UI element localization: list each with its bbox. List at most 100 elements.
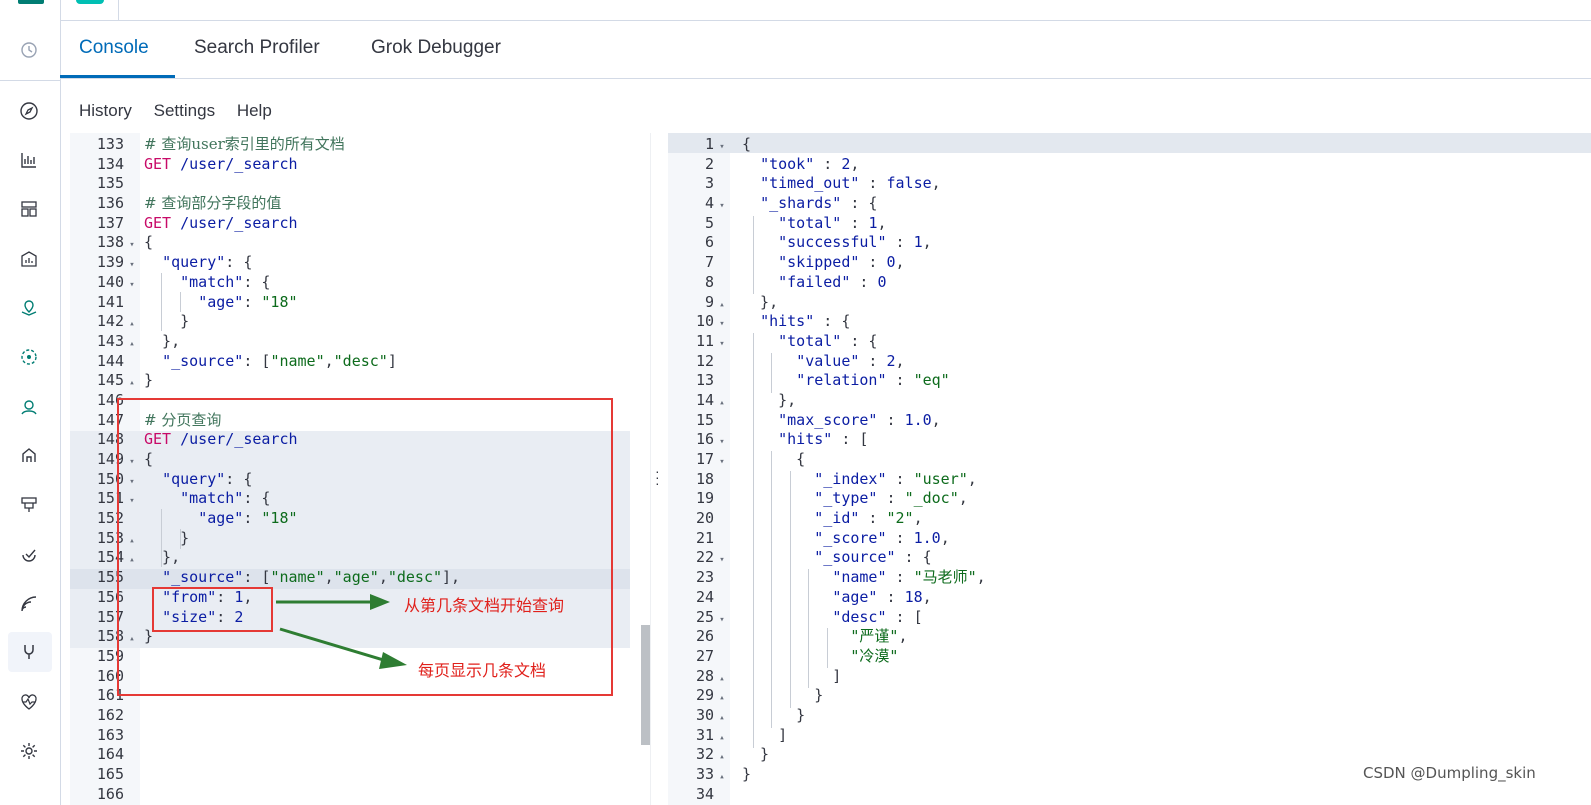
canvas-icon[interactable] [18,248,40,270]
management-icon[interactable] [18,740,40,762]
kibana-logo[interactable] [18,0,44,4]
dev-tools-icon[interactable] [18,641,40,663]
fold-arrow-icon[interactable]: ▾ [719,614,725,625]
code-line[interactable]: 21 "_score" : 1.0, [668,529,950,549]
code-line[interactable]: 18 "_index" : "user", [668,470,977,490]
code-line[interactable]: 133# 查询user索引里的所有文档 [70,135,345,155]
ml-icon[interactable] [18,346,40,368]
code-line[interactable]: 12 "value" : 2, [668,352,905,372]
fold-arrow-icon[interactable]: ▴ [719,693,725,704]
fold-arrow-icon[interactable]: ▴ [719,732,725,743]
code-line[interactable]: 142▴ } [70,312,189,332]
code-line[interactable]: 13 "relation" : "eq" [668,371,950,391]
code-line[interactable]: 30▴ } [668,706,805,726]
fold-arrow-icon[interactable]: ▴ [129,319,135,330]
code-line[interactable]: 19 "_type" : "_doc", [668,489,968,509]
code-line[interactable]: 165 [70,765,140,785]
clock-icon[interactable] [18,39,40,61]
compass-icon[interactable] [18,100,40,122]
fold-arrow-icon[interactable]: ▴ [129,338,135,349]
code-line[interactable]: 8 "failed" : 0 [668,273,887,293]
code-line[interactable]: 16▾ "hits" : [ [668,430,869,450]
fold-arrow-icon[interactable]: ▾ [129,457,135,467]
code-line[interactable]: 28▴ ] [668,667,841,687]
stack-monitoring-icon[interactable] [18,691,40,713]
code-line[interactable]: 17▾ { [668,450,805,470]
fold-arrow-icon[interactable]: ▴ [129,378,135,389]
code-line[interactable]: 138▾{ [70,233,153,253]
code-line[interactable]: 136# 查询部分字段的值 [70,194,281,214]
fold-arrow-icon[interactable]: ▴ [129,535,135,546]
code-line[interactable]: 7 "skipped" : 0, [668,253,905,273]
code-line[interactable]: 23 "name" : "马老师", [668,568,986,588]
code-line[interactable]: 155 "_source": ["name","age","desc"], [70,568,460,588]
code-line[interactable]: 22▾ "_source" : { [668,548,932,568]
code-line[interactable]: 32▴ } [668,745,769,765]
fold-arrow-icon[interactable]: ▴ [129,634,135,645]
fold-arrow-icon[interactable]: ▾ [129,476,135,487]
fold-arrow-icon[interactable]: ▴ [719,397,725,408]
code-line[interactable]: 1▾{ [668,135,751,155]
maps-icon[interactable] [18,297,40,319]
fold-arrow-icon[interactable]: ▾ [719,319,725,330]
code-line[interactable]: 27 "冷漠" [668,647,899,667]
response-output[interactable]: 1▾{2 "took" : 2,3 "timed_out" : false,4▾… [668,133,1591,805]
fold-arrow-icon[interactable]: ▾ [129,279,135,290]
code-line[interactable]: 4▾ "_shards" : { [668,194,878,214]
drag-handle-icon[interactable]: ··· [655,463,660,491]
fold-arrow-icon[interactable]: ▾ [719,338,725,349]
tab-search-profiler[interactable]: Search Profiler [194,37,320,58]
observability-icon[interactable] [18,593,40,615]
fold-arrow-icon[interactable]: ▾ [129,260,135,271]
tab-grok-debugger[interactable]: Grok Debugger [371,37,501,58]
panel-resizer[interactable] [650,133,669,805]
code-line[interactable]: 141 "age": "18" [70,293,298,313]
uptime-icon[interactable] [18,494,40,516]
code-line[interactable]: 25▾ "desc" : [ [668,608,923,628]
code-line[interactable]: 31▴ ] [668,726,787,746]
code-line[interactable]: 14▴ }, [668,391,796,411]
code-line[interactable]: 3 "timed_out" : false, [668,174,941,194]
code-line[interactable]: 34 [668,785,730,805]
fold-arrow-icon[interactable]: ▴ [719,712,725,723]
fold-arrow-icon[interactable]: ▾ [719,457,725,467]
code-line[interactable]: 15 "max_score" : 1.0, [668,411,941,431]
code-line[interactable]: 10▾ "hits" : { [668,312,850,332]
code-line[interactable]: 140▾ "match": { [70,273,271,293]
fold-arrow-icon[interactable]: ▴ [719,673,725,684]
code-line[interactable]: 26 "严谨", [668,627,908,647]
code-line[interactable]: 29▴ } [668,686,823,706]
tab-console[interactable]: Console [79,37,149,58]
code-line[interactable]: 5 "total" : 1, [668,214,887,234]
fold-arrow-icon[interactable]: ▴ [719,299,725,310]
fold-arrow-icon[interactable]: ▴ [129,555,135,566]
code-line[interactable]: 24 "age" : 18, [668,588,932,608]
code-line[interactable]: 143▴ }, [70,332,180,352]
fold-arrow-icon[interactable]: ▾ [129,240,135,251]
editor-scrollbar[interactable] [641,625,650,745]
help-menu-item[interactable]: Help [236,101,272,120]
history-menu-item[interactable]: History [79,101,132,120]
fold-arrow-icon[interactable]: ▴ [719,752,725,763]
settings-menu-item[interactable]: Settings [153,101,216,120]
space-avatar[interactable] [76,0,104,4]
code-line[interactable]: 33▴} [668,765,751,785]
code-line[interactable]: 144 "_source": ["name","desc"] [70,352,397,372]
code-line[interactable]: 164 [70,745,140,765]
apm-icon[interactable] [18,445,40,467]
siem-icon[interactable] [18,544,40,566]
code-line[interactable]: 166 [70,785,140,805]
fold-arrow-icon[interactable]: ▾ [719,437,725,448]
fold-arrow-icon[interactable]: ▾ [719,142,725,152]
fold-arrow-icon[interactable]: ▾ [719,555,725,566]
code-line[interactable]: 6 "successful" : 1, [668,233,932,253]
visualize-icon[interactable] [18,149,40,171]
code-line[interactable]: 162 [70,706,140,726]
fold-arrow-icon[interactable]: ▴ [719,772,725,782]
code-line[interactable]: 145▴} [70,371,153,391]
code-line[interactable]: 2 "took" : 2, [668,155,859,175]
